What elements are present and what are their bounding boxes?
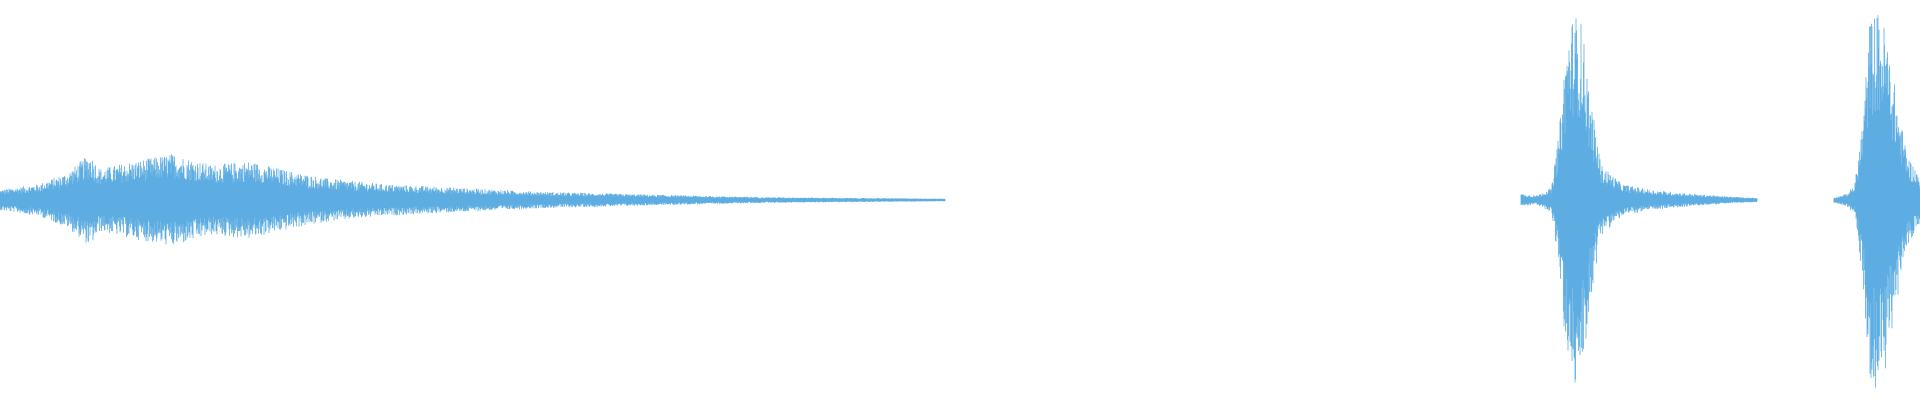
- waveform-segment-decaying-noise: [0, 154, 946, 245]
- waveform-path: [0, 154, 946, 245]
- waveform-path: [1833, 15, 1920, 388]
- waveform-segment-burst-1: [1520, 18, 1758, 383]
- waveform-segment-burst-2: [1833, 15, 1920, 388]
